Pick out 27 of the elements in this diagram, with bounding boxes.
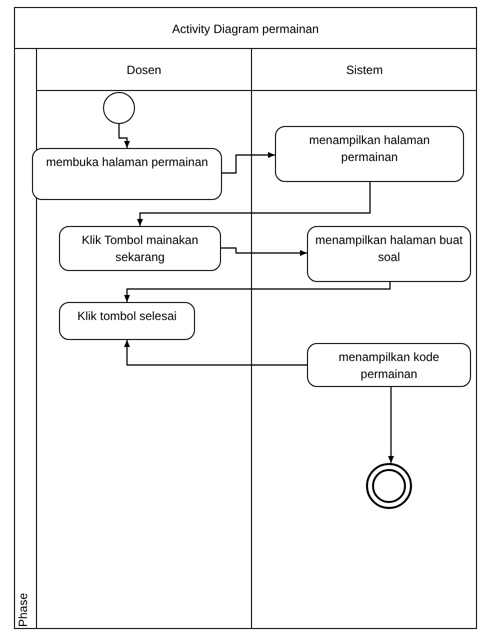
action-text: menampilkan halaman buat soal <box>314 232 464 266</box>
flow-arrow <box>221 247 307 256</box>
action-box <box>307 343 471 387</box>
action-box <box>59 302 195 340</box>
action-text: menampilkan halaman permainan <box>308 132 431 166</box>
flow-arrow <box>388 387 394 463</box>
pool-title: Activity Diagram permainan <box>172 20 319 38</box>
flow-arrow <box>222 152 275 174</box>
flow-arrow <box>118 124 130 148</box>
action-box <box>32 148 222 200</box>
flow-arrow <box>137 182 371 226</box>
lane-title: Dosen <box>126 62 162 78</box>
action-box <box>59 226 221 271</box>
action-box <box>275 126 464 182</box>
swimlane-pool <box>14 7 477 629</box>
action-text: membuka halaman permainan <box>46 154 208 171</box>
swimlane <box>251 48 477 629</box>
end-node <box>366 463 412 509</box>
flow-arrow <box>124 282 391 302</box>
lane-title: Sistem <box>346 62 383 78</box>
start-node <box>103 92 135 124</box>
phase-label: Phase <box>17 592 29 627</box>
flow-arrow <box>124 340 307 366</box>
action-text: Klik Tombol mainakan sekarang <box>80 232 200 266</box>
action-text: Klik tombol selesai <box>77 308 177 325</box>
action-box <box>307 226 471 282</box>
action-text: menampilkan kode permainan <box>338 349 440 383</box>
